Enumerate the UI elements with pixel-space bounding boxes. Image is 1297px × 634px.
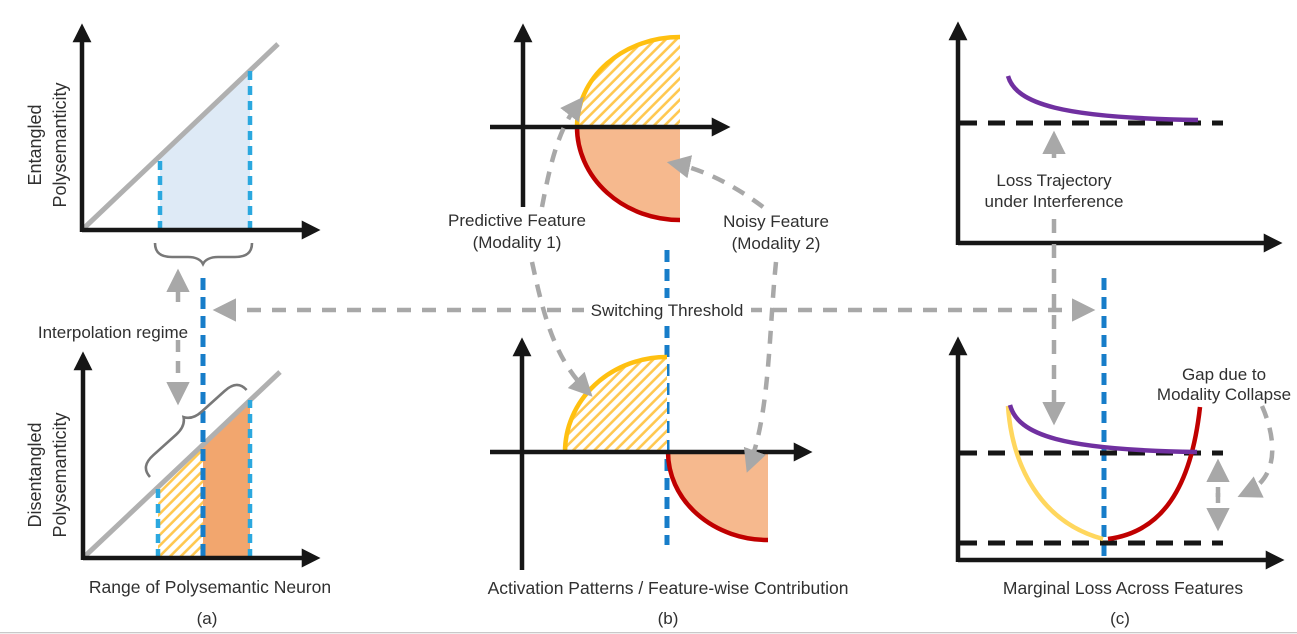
panel-a-x-label: Range of Polysemantic Neuron	[89, 577, 331, 597]
noisy-red-arc	[574, 126, 681, 223]
predictive-halfdisc-hatched	[577, 37, 680, 127]
predictive-feature-label-line2: (Modality 1)	[473, 233, 562, 252]
panel-b-x-label: Activation Patterns / Feature-wise Contr…	[488, 578, 849, 598]
noisy-callout-arrow-bottom	[743, 261, 779, 473]
predictive-feature-label-line1: Predictive Feature	[448, 211, 586, 230]
noisy-callout-arrow-top	[666, 155, 765, 209]
noisy-feature-label-line2: (Modality 2)	[732, 234, 821, 253]
disentangled-diagonal-brace	[144, 383, 248, 478]
entangled-underbrace	[153, 242, 254, 267]
bottom-border-line	[0, 632, 1297, 634]
disentangled-y-label-line2: Polysemanticity	[50, 412, 70, 537]
panel-c-tag: (c)	[1110, 609, 1130, 628]
threshold-label-bg	[584, 298, 751, 321]
gap-label-line1: Gap due to	[1182, 365, 1266, 384]
disentangled-y-label-line1: Disentangled	[25, 422, 45, 527]
switching-threshold: Switching Threshold	[584, 250, 751, 545]
entangled-identity-line	[80, 42, 280, 232]
loss-trajectory-label-line2: under Interference	[985, 192, 1124, 211]
gap-callout-arrow	[1237, 405, 1275, 498]
panel-b-tag: (b)	[658, 609, 679, 628]
entangled-y-label-line1: Entangled	[25, 104, 45, 185]
panel-b-top-plot: Predictive Feature (Modality 1) Noisy Fe…	[448, 23, 829, 253]
marginal-loss-purple-curve	[1007, 404, 1198, 455]
panel-a-tag: (a)	[197, 609, 218, 628]
loss-trajectory-label-line1: Loss Trajectory	[996, 171, 1112, 190]
noisy-red-arc-bottom	[665, 451, 769, 543]
disentangled-orange-region	[203, 400, 250, 558]
switching-threshold-label: Switching Threshold	[591, 301, 744, 320]
panel-c-top-plot: Loss Trajectory under Interference	[948, 21, 1283, 308]
marginal-loss-red-curve	[1107, 406, 1203, 542]
panel-c-bottom-plot: Gap due to Modality Collapse Marginal Lo…	[948, 278, 1291, 628]
predictive-yellow-arc-bottom	[562, 354, 668, 453]
loss-label-bg	[975, 166, 1133, 212]
disentangled-hatched-region	[158, 444, 203, 558]
noisy-feature-label-line1: Noisy Feature	[723, 212, 829, 231]
loss-trajectory-curve	[1005, 75, 1199, 123]
panel-a-connectors: Interpolation regime	[38, 268, 190, 406]
disentangled-identity-line	[81, 370, 282, 560]
panel-a-entangled-plot: Entangled Polysemanticity	[25, 23, 321, 267]
noisy-halfdisc-orange	[577, 127, 680, 220]
gap-label-line2: Modality Collapse	[1157, 385, 1291, 404]
predictive-quarterdisc-hatched	[565, 357, 667, 452]
panel-b-bottom-plot: Activation Patterns / Feature-wise Contr…	[488, 261, 849, 628]
entangled-interval-region	[160, 72, 250, 230]
marginal-loss-yellow-curve	[1005, 405, 1104, 542]
predictive-callout-arrow-bottom	[529, 261, 593, 397]
panel-c-x-label: Marginal Loss Across Features	[1003, 578, 1243, 598]
entangled-y-label-line2: Polysemanticity	[50, 82, 70, 207]
panel-a-disentangled-plot: Disentangled Polysemanticity Range of Po…	[25, 278, 331, 628]
interpolation-regime-label: Interpolation regime	[38, 323, 188, 342]
predictive-callout-arrow-top	[539, 96, 584, 208]
noisy-quarterdisc-orange	[668, 452, 768, 540]
